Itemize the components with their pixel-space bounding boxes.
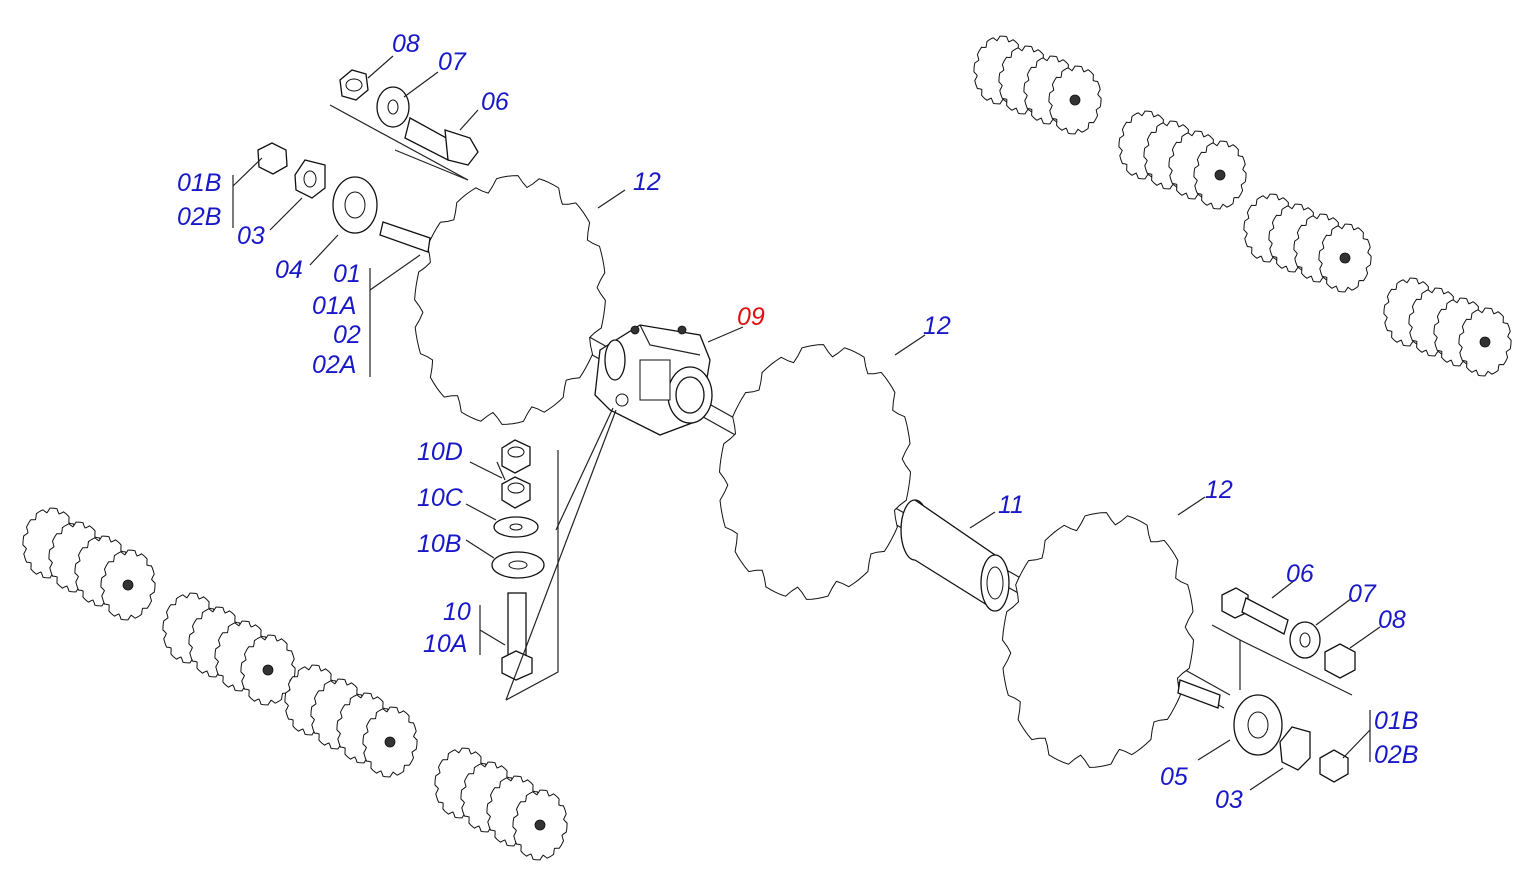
thumbnail-hub [262,664,274,676]
label-right-02b: 02B [1374,741,1418,769]
bolt-06 [404,117,451,162]
thumbnail-hub [1339,252,1351,264]
nut-08-r [1324,643,1356,679]
label-disc-12-b: 12 [923,312,951,340]
label-bolt-10c: 10C [417,484,464,512]
label-left-01b: 01B [177,169,221,197]
label-bolt-10d: 10D [417,438,463,466]
label-right-07: 07 [1348,580,1377,608]
thumbnail-hub [534,819,546,831]
bolt-10 [507,592,527,656]
label-right-06: 06 [1286,560,1314,588]
label-right-01b: 01B [1374,707,1418,735]
disc-12-left [414,175,606,425]
bearing-housing [594,324,713,436]
shaft-end-01 [379,221,431,253]
bolt-stack [491,439,545,681]
label-spacer-11: 11 [998,491,1024,519]
label-left-02b: 02B [177,203,221,231]
nut-01b [257,142,288,175]
label-bolt-10a: 10A [423,630,467,658]
label-left-01a: 01A [312,292,356,320]
left-hardware-group [257,142,431,253]
flange-03-r [1279,726,1311,771]
label-top-06: 06 [481,88,509,116]
label-right-05: 05 [1160,763,1188,791]
label-disc-12-c: 12 [1205,476,1233,504]
label-left-01: 01 [333,260,361,288]
label-top-08: 08 [392,30,420,58]
part-labels: 08 07 06 01B 02B 03 04 01 01A 02 02A 12 … [177,30,1418,814]
thumbnail-hub [1479,336,1491,348]
label-bearing-09: 09 [737,303,765,331]
disc-outline [1001,512,1195,768]
label-right-08: 08 [1378,606,1406,634]
disc-outline [414,175,606,425]
label-bolt-10b: 10B [417,530,461,558]
thumbnail-hub [384,736,396,748]
disc-12-middle [718,344,912,600]
spacer-tube [900,499,1010,612]
bolt-06-r [1241,597,1289,635]
label-left-04: 04 [275,256,303,284]
thumbnail-hub [1069,94,1081,106]
label-top-07: 07 [438,48,467,76]
label-left-03: 03 [237,222,265,250]
assembly-thumbnails [22,35,1512,861]
leader-lines [232,55,1381,791]
label-bolt-10: 10 [443,598,471,626]
right-hardware-group [1177,587,1356,783]
label-left-02: 02 [333,321,361,349]
disc-12-right [1001,512,1195,768]
nut-01b-r [1319,749,1349,783]
label-left-02a: 02A [312,351,356,379]
label-disc-12-a: 12 [633,168,661,196]
thumbnail-hub [122,579,134,591]
top-hardware-group [329,69,479,181]
disc-outline [718,344,912,600]
thumbnail-hub [1214,169,1226,181]
label-right-03: 03 [1215,786,1243,814]
